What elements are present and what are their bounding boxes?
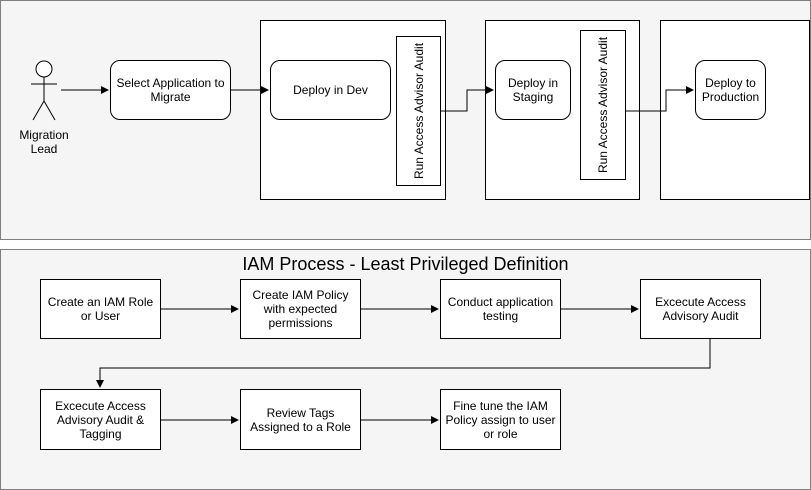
staging-audit-label: Run Access Advisor Audit [596,36,610,174]
select-application-box[interactable]: Select Application to Migrate [110,60,231,120]
iam-title: IAM Process - Least Privileged Definitio… [242,254,569,274]
deploy-staging-box[interactable]: Deploy in Staging [495,60,571,120]
iam-step-fine-tune[interactable]: Fine tune the IAM Policy assign to user … [440,389,561,450]
staging-audit-box[interactable]: Run Access Advisor Audit [580,30,626,180]
iam-step-review-tags[interactable]: Review Tags Assigned to a Role [240,389,361,450]
dev-audit-label: Run Access Advisor Audit [411,42,426,180]
iam-step-create-policy[interactable]: Create IAM Policy with expected permissi… [240,279,361,339]
iam-step-conduct-testing[interactable]: Conduct application testing [440,279,561,339]
iam-step-create-role[interactable]: Create an IAM Role or User [40,279,161,339]
actor-label: Migration Lead [19,128,69,156]
deploy-production-box[interactable]: Deploy to Production [695,60,766,120]
deploy-dev-box[interactable]: Deploy in Dev [270,60,391,120]
iam-step-execute-audit[interactable]: Excecute Access Advisory Audit [640,279,761,339]
iam-step-audit-tagging[interactable]: Excecute Access Advisory Audit & Tagging [40,389,161,450]
dev-audit-box[interactable]: Run Access Advisor Audit [396,36,441,186]
